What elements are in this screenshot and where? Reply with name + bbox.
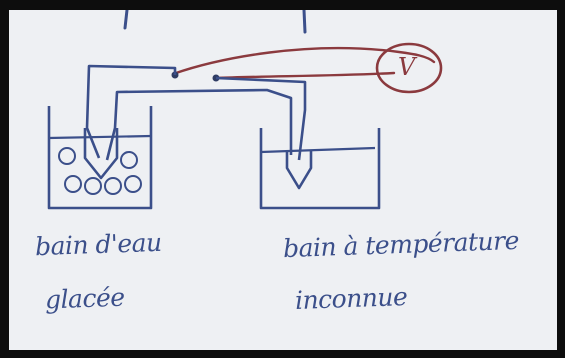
ice-cube (58, 147, 76, 165)
right-beaker (259, 128, 381, 210)
outer-wire (85, 64, 177, 159)
voltmeter-circle (375, 42, 443, 94)
inner-wire (105, 88, 293, 161)
right-bath-label-line2: inconnue (294, 282, 408, 315)
thermocouple-diagram (47, 10, 443, 210)
left-bath-label-line2: glacée (44, 282, 125, 315)
ice-cube (104, 177, 122, 195)
ice-cube (124, 175, 142, 193)
left-beaker (47, 106, 153, 210)
right-probe-wire (215, 76, 307, 161)
left-probe (83, 128, 119, 180)
ice-cube (64, 175, 82, 193)
ice-cube (120, 151, 138, 169)
right-probe (285, 150, 313, 190)
top-stroke-left (123, 10, 129, 30)
red-wire-upper (171, 46, 436, 76)
ice-cube (84, 177, 102, 195)
top-stroke-center (302, 10, 307, 34)
red-wire-lower (213, 71, 396, 80)
right-water-level (260, 146, 376, 154)
left-bath-label-line1: bain d'eau (34, 227, 163, 262)
notebook-paper: V bain d'eau glacée bain à température i… (9, 10, 557, 350)
voltmeter-symbol: V (398, 53, 416, 81)
left-water-level (48, 134, 152, 140)
